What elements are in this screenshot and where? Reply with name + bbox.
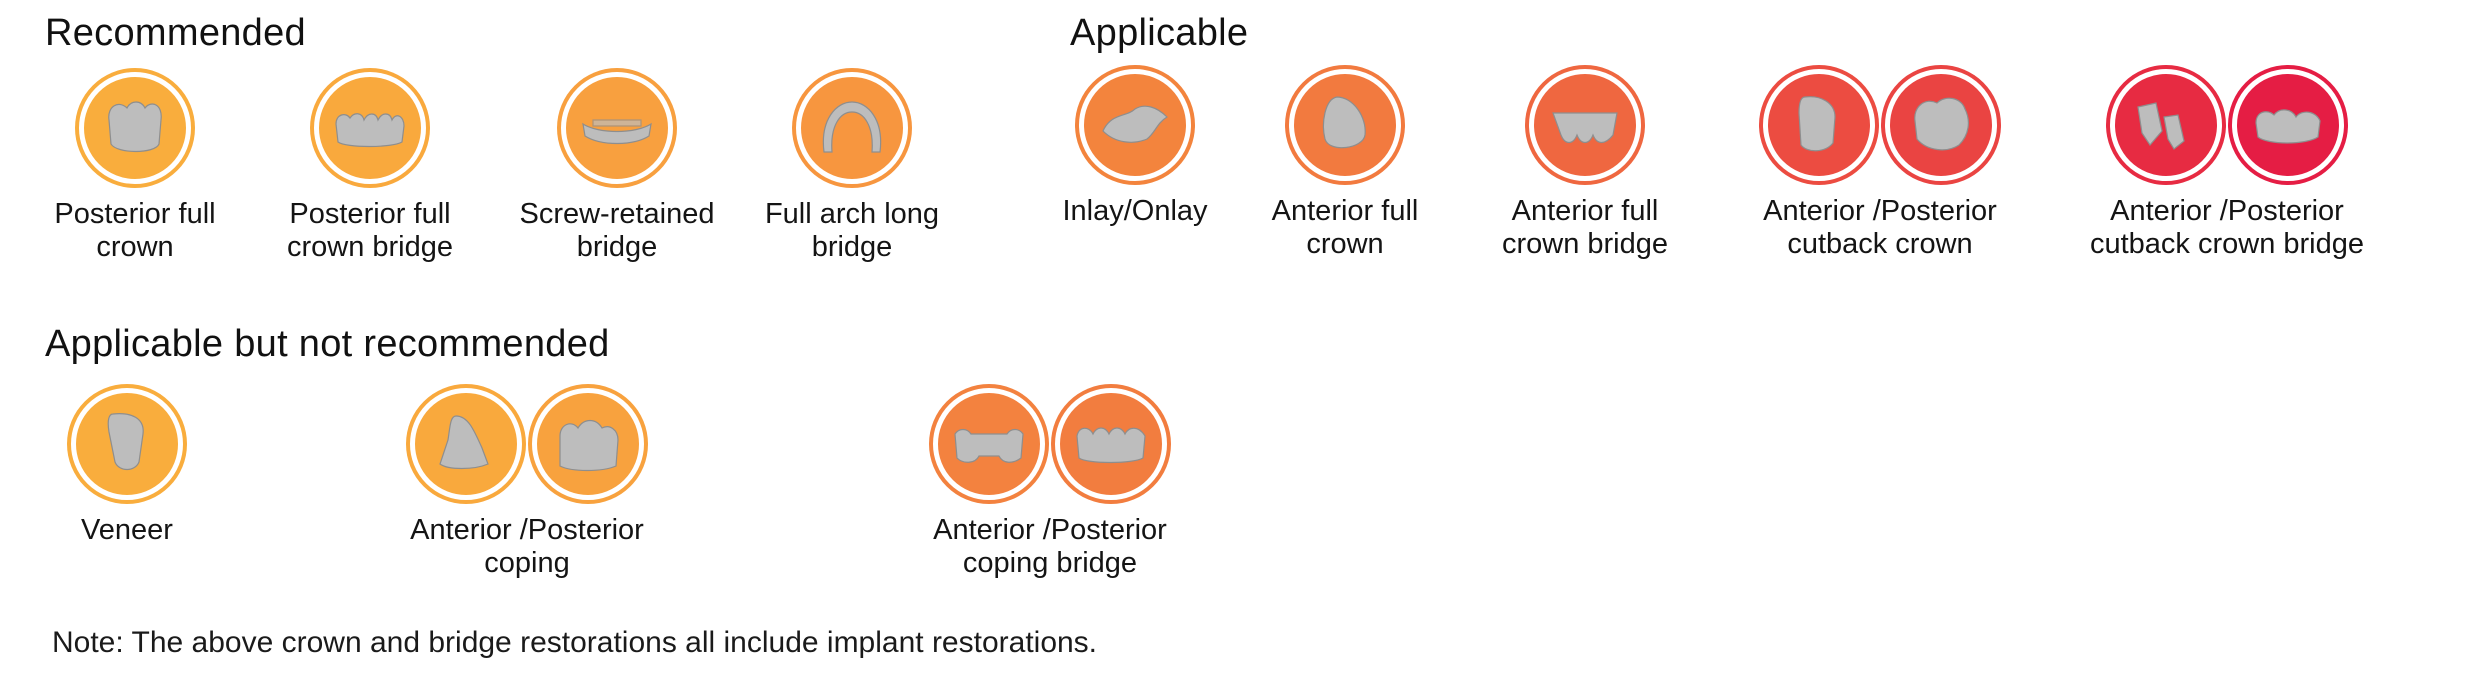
restoration-label-line: Posterior full: [289, 198, 451, 230]
posterior-bridge-icon: [314, 72, 426, 184]
veneer-icon: [71, 388, 183, 500]
restoration-label-line: Full arch long: [764, 198, 940, 230]
restoration-label-line: crown bridge: [1501, 228, 1669, 260]
restoration-label-line: crown bridge: [286, 231, 454, 263]
posterior-crown-icon: [79, 72, 191, 184]
restoration-label-line: bridge: [811, 231, 893, 263]
anterior-bridge-icon: [1529, 69, 1641, 181]
screw-retained-bridge-icon: [561, 72, 673, 184]
restoration-label-line: Anterior full: [1271, 195, 1419, 227]
posterior-cutback-crown-icon: [1885, 69, 1997, 181]
anterior-cutback-bridge-icon: [2110, 69, 2222, 181]
restoration-label-line: Anterior /Posterior: [933, 514, 1167, 546]
restoration-label-line: Inlay/Onlay: [1062, 195, 1208, 227]
anterior-coping-bridge-icon: [933, 388, 1045, 500]
section-title-recommended: Recommended: [45, 12, 306, 54]
restoration-label-line: coping bridge: [962, 547, 1138, 579]
restoration-label: Veneer: [0, 514, 297, 547]
anterior-crown-icon: [1289, 69, 1401, 181]
posterior-coping-bridge-icon: [1055, 388, 1167, 500]
restoration-label-line: crown: [96, 231, 174, 263]
restoration-label-line: Anterior full: [1511, 195, 1659, 227]
section-title-applicable-not-recommended: Applicable but not recommended: [45, 323, 610, 365]
inlay-onlay-icon: [1079, 69, 1191, 181]
posterior-cutback-bridge-icon: [2232, 69, 2344, 181]
restoration-label-line: cutback crown bridge: [2089, 228, 2365, 260]
anterior-coping-icon: [410, 388, 522, 500]
restoration-label-line: Screw-retained: [519, 198, 715, 230]
anterior-cutback-crown-icon: [1763, 69, 1875, 181]
restoration-label-line: bridge: [576, 231, 658, 263]
restoration-label-line: Anterior /Posterior: [1763, 195, 1997, 227]
restoration-label-line: Veneer: [81, 514, 173, 546]
restoration-label-line: crown: [1306, 228, 1384, 260]
restoration-label-line: Anterior /Posterior: [2110, 195, 2344, 227]
restoration-label-line: cutback crown: [1787, 228, 1973, 260]
restoration-label-line: Anterior /Posterior: [410, 514, 644, 546]
restoration-label-line: coping: [484, 547, 570, 579]
restoration-label-line: Posterior full: [54, 198, 216, 230]
full-arch-bridge-icon: [796, 72, 908, 184]
restoration-label: Inlay/Onlay: [965, 195, 1305, 228]
section-title-applicable: Applicable: [1070, 12, 1249, 54]
footnote: Note: The above crown and bridge restora…: [52, 626, 1098, 659]
posterior-coping-icon: [532, 388, 644, 500]
